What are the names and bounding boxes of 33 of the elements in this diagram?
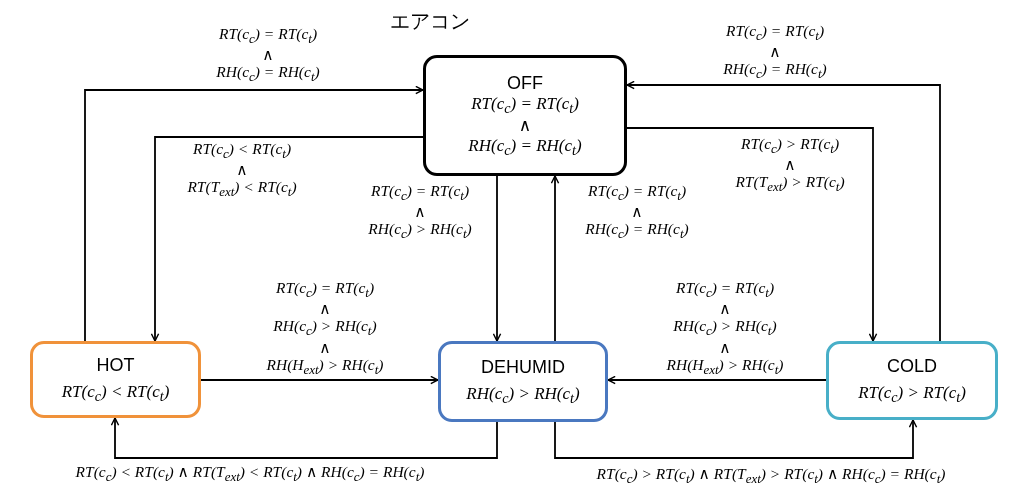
state-condition: RT(c$_{c}$) = RT(c$_{t}$) ∧ RH(c$_{c}$) = RH(c$_{t}$) — [468, 93, 582, 159]
edge-label: RT(c$_{c}$) = RT(c$_{t}$) ∧ RH(c$_{c}$) = RH(c$_{t}$) — [723, 22, 827, 82]
transition-arrow — [550, 175, 560, 342]
transition-arrow — [492, 175, 502, 342]
transition-arrow — [200, 375, 439, 385]
edge-label: RT(c$_{c}$) = RT(c$_{t}$) ∧ RH(c$_{c}$) > RH(c$_{t}$) ∧ RH(H$_{ext}$) > RH(c$_{t}$) — [666, 279, 784, 377]
state-box — [30, 341, 201, 418]
edge-label: RT(c$_{c}$) = RT(c$_{t}$) ∧ RH(c$_{c}$) = RH(c$_{t}$) — [216, 25, 320, 85]
edge-label: RT(c$_{c}$) > RT(c$_{t}$) ∧ RT(T$_{ext}$) > RT(c$_{t}$) — [735, 135, 845, 195]
diagram-title: エアコン — [390, 9, 470, 34]
state-name: DEHUMID — [481, 356, 565, 378]
state-condition: RT(c$_{c}$) > RT(c$_{t}$) — [858, 382, 966, 406]
state-box — [438, 341, 608, 422]
edge-label: RT(c$_{c}$) > RT(c$_{t}$) ∧ RT(T$_{ext}$) > RT(c$_{t}$) ∧ RH(c$_{c}$) = RH(c$_{t}$) — [596, 465, 946, 487]
state-box — [826, 341, 998, 420]
edge-label: RT(c$_{c}$) = RT(c$_{t}$) ∧ RH(c$_{c}$) = RH(c$_{t}$) — [585, 182, 689, 242]
transition-arrow — [626, 80, 941, 342]
transition-arrow — [150, 136, 424, 342]
edge-label: RT(c$_{c}$) < RT(c$_{t}$) ∧ RT(T$_{ext}$) < RT(c$_{t}$) — [187, 140, 297, 200]
transition-arrow — [110, 417, 498, 459]
edge-label: RT(c$_{c}$) < RT(c$_{t}$) ∧ RT(T$_{ext}$) < RT(c$_{t}$) ∧ RH(c$_{c}$) = RH(c$_{t}$) — [75, 463, 425, 485]
state-box — [423, 55, 627, 176]
transition-arrow — [554, 419, 918, 459]
edge-label: RT(c$_{c}$) = RT(c$_{t}$) ∧ RH(c$_{c}$) > RH(c$_{t}$) ∧ RH(H$_{ext}$) > RH(c$_{t}$) — [266, 279, 384, 377]
transition-arrow — [84, 85, 424, 342]
state-condition: RH(c$_{c}$) > RH(c$_{t}$) — [466, 383, 580, 407]
state-name: HOT — [96, 354, 135, 376]
state-condition: RT(c$_{c}$) < RT(c$_{t}$) — [61, 381, 170, 405]
state-name: COLD — [887, 355, 937, 377]
transition-arrow — [626, 127, 878, 342]
state-name: OFF — [507, 72, 543, 94]
transition-arrow — [607, 375, 827, 385]
edge-label: RT(c$_{c}$) = RT(c$_{t}$) ∧ RH(c$_{c}$) > RH(c$_{t}$) — [368, 182, 472, 242]
